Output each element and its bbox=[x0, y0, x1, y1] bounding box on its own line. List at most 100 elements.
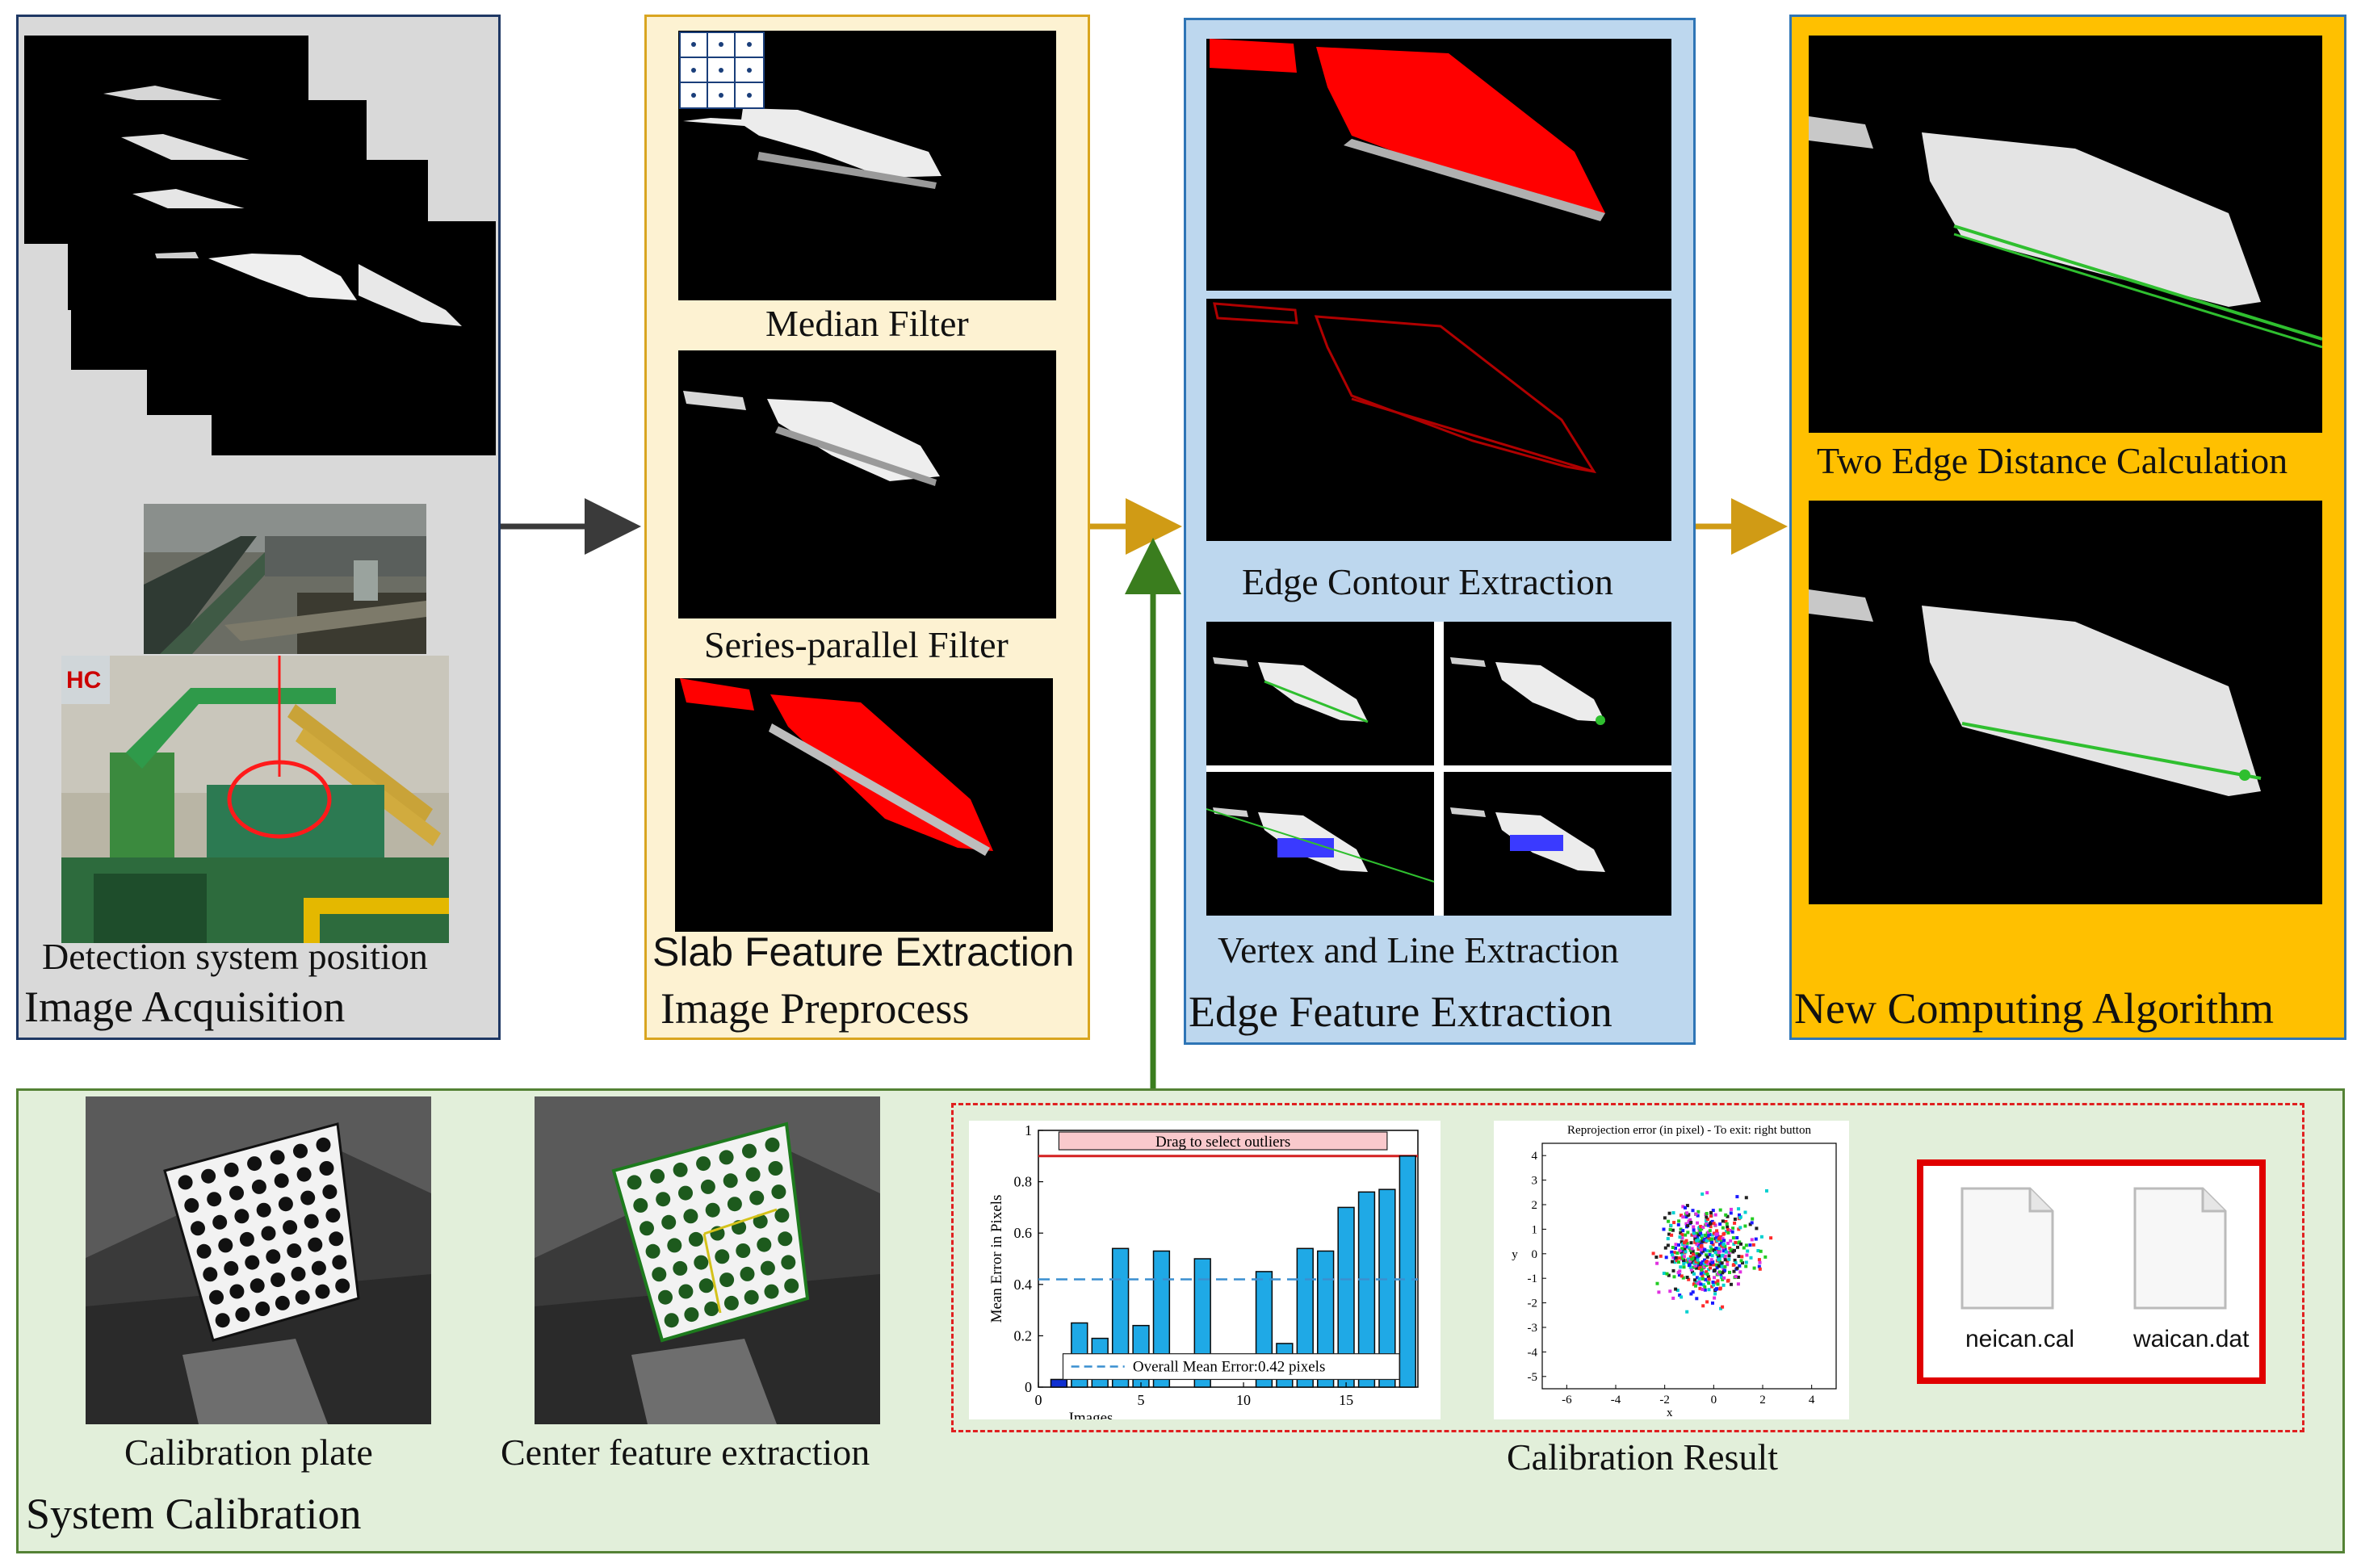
reprojection-point bbox=[1737, 1255, 1741, 1258]
reprojection-point bbox=[1745, 1253, 1749, 1257]
reprojection-point bbox=[1680, 1253, 1684, 1257]
reprojection-point bbox=[1723, 1264, 1727, 1268]
reprojection-point bbox=[1743, 1210, 1747, 1214]
reprojection-point bbox=[1703, 1285, 1707, 1289]
edge-contour-image bbox=[1206, 299, 1671, 541]
file-name-neican[interactable]: neican.cal bbox=[1965, 1326, 2075, 1352]
reprojection-point bbox=[1735, 1236, 1739, 1239]
reprojection-point bbox=[1709, 1210, 1713, 1214]
reprojection-point bbox=[1689, 1268, 1693, 1272]
calibration-dot bbox=[771, 1184, 786, 1200]
reprojection-point bbox=[1692, 1272, 1696, 1276]
reprojection-point bbox=[1671, 1211, 1675, 1215]
reprojection-point bbox=[1710, 1219, 1714, 1223]
calibration-dot bbox=[745, 1167, 761, 1182]
file-icon[interactable] bbox=[2127, 1184, 2232, 1313]
calibration-dot bbox=[332, 1255, 347, 1270]
y-tick-label: -5 bbox=[1528, 1371, 1538, 1384]
y-tick-label: 2 bbox=[1532, 1199, 1538, 1212]
reprojection-point bbox=[1687, 1277, 1691, 1281]
reprojection-point bbox=[1692, 1282, 1696, 1286]
reprojection-point bbox=[1748, 1243, 1752, 1247]
reprojection-point bbox=[1670, 1233, 1674, 1237]
reprojection-point bbox=[1700, 1261, 1703, 1265]
reprojection-point bbox=[1723, 1244, 1727, 1248]
reprojection-point bbox=[1711, 1301, 1714, 1305]
reprojection-point bbox=[1755, 1226, 1759, 1231]
reprojection-point bbox=[1697, 1239, 1701, 1243]
calibration-plate-caption: Calibration plate bbox=[124, 1432, 373, 1473]
reprojection-point bbox=[1715, 1252, 1719, 1256]
reprojection-point bbox=[1699, 1272, 1703, 1276]
reprojection-point bbox=[1671, 1228, 1675, 1232]
reprojection-point bbox=[1709, 1266, 1713, 1270]
reprojection-point bbox=[1713, 1268, 1716, 1272]
reprojection-point bbox=[1674, 1246, 1677, 1250]
calibration-dot bbox=[705, 1202, 720, 1218]
reprojection-point bbox=[1699, 1247, 1703, 1251]
reprojection-point bbox=[1673, 1251, 1676, 1255]
file-icon[interactable] bbox=[1954, 1184, 2059, 1313]
reprojection-point bbox=[1738, 1226, 1742, 1230]
edge-feature-extraction-title: Edge Feature Extraction bbox=[1189, 987, 1612, 1036]
calibration-dot bbox=[308, 1237, 323, 1252]
reprojection-point bbox=[1687, 1257, 1690, 1261]
reprojection-point bbox=[1727, 1257, 1731, 1261]
reprojection-point bbox=[1717, 1254, 1721, 1258]
acquired-frames-stack bbox=[24, 36, 496, 455]
y-tick-label: -3 bbox=[1528, 1322, 1538, 1335]
series-parallel-filter-image bbox=[678, 350, 1056, 618]
file-name-waican[interactable]: waican.dat bbox=[2133, 1326, 2250, 1352]
y-tick-label: 0 bbox=[1025, 1379, 1032, 1395]
calibration-dot bbox=[678, 1284, 694, 1299]
calibration-dot bbox=[757, 1237, 772, 1252]
reprojection-point bbox=[1696, 1281, 1700, 1285]
reprojection-point bbox=[1704, 1233, 1708, 1237]
calibration-dot bbox=[266, 1249, 281, 1264]
reprojection-point bbox=[1671, 1268, 1675, 1272]
reprojection-point bbox=[1701, 1192, 1705, 1196]
reprojection-point bbox=[1715, 1266, 1719, 1270]
reprojection-point bbox=[1704, 1260, 1708, 1264]
y-tick-label: 4 bbox=[1532, 1150, 1538, 1163]
y-tick-label: 1 bbox=[1532, 1223, 1538, 1236]
calibration-dot bbox=[261, 1226, 276, 1241]
reprojection-point bbox=[1702, 1265, 1706, 1269]
calibration-dot bbox=[760, 1260, 775, 1276]
calibration-dot bbox=[696, 1156, 711, 1172]
reprojection-point bbox=[1710, 1240, 1714, 1244]
calibration-dot bbox=[335, 1278, 350, 1293]
reprojection-point bbox=[1685, 1310, 1689, 1314]
reprojection-point bbox=[1680, 1240, 1684, 1244]
calibration-dot bbox=[719, 1272, 735, 1288]
reprojection-point bbox=[1736, 1275, 1740, 1279]
reprojection-point bbox=[1691, 1290, 1695, 1294]
reprojection-point bbox=[1730, 1207, 1733, 1211]
reprojection-point bbox=[1711, 1243, 1715, 1247]
reprojection-point bbox=[1759, 1235, 1763, 1239]
reprojection-point bbox=[1685, 1241, 1689, 1245]
calibration-dot bbox=[239, 1231, 254, 1247]
reprojection-point bbox=[1735, 1195, 1739, 1199]
reprojection-point bbox=[1759, 1249, 1763, 1253]
reprojection-point bbox=[1693, 1278, 1696, 1282]
reprojection-point bbox=[1744, 1264, 1748, 1268]
reprojection-point bbox=[1705, 1212, 1709, 1215]
reprojection-point bbox=[1721, 1266, 1726, 1270]
reprojection-point bbox=[1718, 1287, 1722, 1291]
reprojection-point bbox=[1697, 1277, 1701, 1281]
error-bar bbox=[1050, 1378, 1068, 1388]
reprojection-point bbox=[1663, 1246, 1667, 1250]
reprojection-point bbox=[1765, 1189, 1768, 1193]
slab-feature-extraction-caption: Slab Feature Extraction bbox=[652, 929, 1075, 975]
reprojection-point bbox=[1730, 1230, 1734, 1234]
reprojection-point bbox=[1700, 1268, 1704, 1272]
outlier-title-bar bbox=[1058, 1131, 1388, 1151]
reprojection-point bbox=[1720, 1264, 1724, 1268]
calibration-dot bbox=[658, 1289, 673, 1305]
reprojection-point bbox=[1695, 1242, 1699, 1246]
calibration-dot bbox=[744, 1289, 759, 1305]
reprojection-point bbox=[1677, 1260, 1680, 1264]
reprojection-point bbox=[1690, 1247, 1694, 1251]
reprojection-point bbox=[1677, 1219, 1681, 1223]
